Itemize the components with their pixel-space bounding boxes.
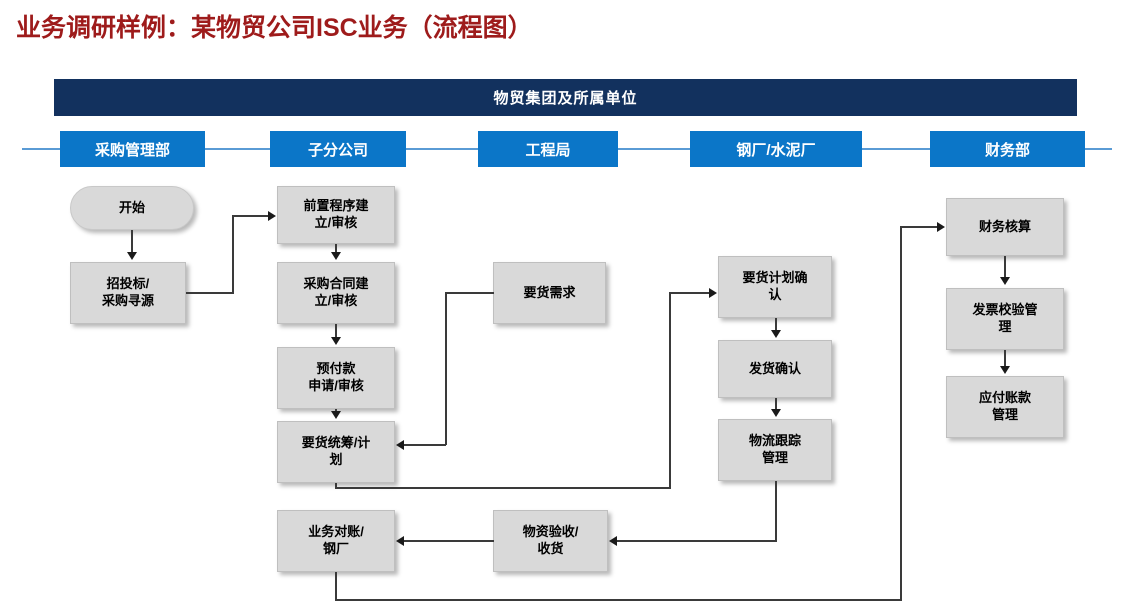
- swimlane-header-1[interactable]: 子分公司: [270, 131, 406, 167]
- flow-node-label: 发票校验管 理: [972, 302, 1038, 334]
- connector-bid-pre-1: [186, 292, 234, 294]
- connector-plan-confirm-1: [335, 483, 337, 488]
- arrowhead-confirm-ship: [771, 330, 781, 338]
- arrowhead-start-bid: [127, 252, 137, 260]
- arrowhead-logistics-receive: [609, 536, 617, 546]
- arrowhead-demand-plan: [396, 440, 404, 450]
- flow-node-bid[interactable]: 招投标/ 采购寻源: [70, 262, 186, 324]
- arrowhead-prepay-plan: [331, 411, 341, 419]
- connector-demand-plan-2: [445, 292, 447, 445]
- connector-recon-acct-4: [900, 226, 938, 228]
- swimlane-rule-1: [406, 148, 478, 150]
- page-title: 业务调研样例：某物贸公司ISC业务（流程图）: [16, 14, 533, 42]
- swimlane-header-3[interactable]: 钢厂/水泥厂: [690, 131, 862, 167]
- flow-node-label: 物流跟踪 管理: [748, 433, 801, 465]
- flow-node-label: 开始: [118, 199, 145, 215]
- arrowhead-contract-prepay: [331, 337, 341, 345]
- swimlane-rule-start: [22, 148, 60, 150]
- flow-node-recon[interactable]: 业务对账/ 钢厂: [277, 510, 395, 572]
- connector-logistics-receive-2: [617, 540, 776, 542]
- flow-node-payable[interactable]: 应付账款 管理: [946, 376, 1064, 438]
- connector-receive-recon: [404, 540, 494, 542]
- flow-node-label: 招投标/ 采购寻源: [101, 276, 154, 308]
- connector-recon-acct-3: [900, 226, 902, 600]
- connector-contract-prepay: [335, 324, 337, 339]
- arrowhead-plan-confirm: [709, 288, 717, 298]
- connector-pre-contract: [335, 244, 337, 254]
- connector-logistics-receive-1: [775, 481, 777, 542]
- flow-node-label: 业务对账/ 钢厂: [308, 524, 364, 556]
- flow-node-logistics[interactable]: 物流跟踪 管理: [718, 419, 832, 481]
- swimlane-rule-2: [618, 148, 690, 150]
- arrowhead-ship-logistics: [771, 409, 781, 417]
- connector-plan-confirm-4: [669, 292, 710, 294]
- group-header-bar: 物贸集团及所属单位: [54, 79, 1077, 116]
- flow-node-receive[interactable]: 物资验收/ 收货: [493, 510, 608, 572]
- flow-node-demand[interactable]: 要货需求: [493, 262, 606, 324]
- connector-bid-pre-3: [232, 215, 269, 217]
- connector-confirm-ship: [775, 318, 777, 331]
- swimlane-rule-3: [862, 148, 930, 150]
- flow-node-contract[interactable]: 采购合同建 立/审核: [277, 262, 395, 324]
- flow-node-ship[interactable]: 发货确认: [718, 340, 832, 398]
- flow-node-label: 前置程序建 立/审核: [303, 198, 369, 230]
- connector-acct-invoice: [1004, 256, 1006, 277]
- connector-recon-acct-1: [335, 572, 337, 600]
- arrowhead-acct-invoice: [1000, 277, 1010, 285]
- swimlane-header-4[interactable]: 财务部: [930, 131, 1085, 167]
- swimlane-header-2[interactable]: 工程局: [478, 131, 618, 167]
- flow-node-confirm[interactable]: 要货计划确 认: [718, 256, 832, 318]
- connector-plan-confirm-2: [335, 487, 671, 489]
- flow-node-label: 物资验收/ 收货: [522, 524, 579, 556]
- flow-node-start[interactable]: 开始: [70, 186, 194, 230]
- flow-node-label: 要货需求: [523, 284, 576, 300]
- arrowhead-bid-pre: [268, 211, 276, 221]
- flow-node-pre[interactable]: 前置程序建 立/审核: [277, 186, 395, 244]
- connector-recon-acct-2: [335, 599, 902, 601]
- connector-start-bid: [131, 230, 133, 254]
- flow-node-label: 财务核算: [978, 218, 1031, 234]
- flow-node-label: 预付款 申请/审核: [308, 361, 364, 393]
- flow-node-label: 发货确认: [748, 360, 801, 376]
- connector-plan-confirm-3: [669, 292, 671, 488]
- swimlane-rule-end: [1085, 148, 1112, 150]
- connector-bid-pre-2: [232, 215, 234, 293]
- flow-node-label: 要货统筹/计 划: [301, 435, 371, 467]
- swimlane-rule-0: [205, 148, 270, 150]
- connector-demand-plan-1: [445, 292, 494, 294]
- connector-demand-plan-3: [404, 444, 446, 446]
- flow-node-label: 要货计划确 认: [742, 270, 808, 302]
- arrowhead-recon-acct: [937, 222, 945, 232]
- arrowhead-pre-contract: [331, 252, 341, 260]
- flow-node-label: 应付账款 管理: [978, 390, 1031, 422]
- flow-node-label: 采购合同建 立/审核: [303, 276, 369, 308]
- flow-node-plan[interactable]: 要货统筹/计 划: [277, 421, 395, 483]
- arrowhead-receive-recon: [396, 536, 404, 546]
- group-header-label: 物贸集团及所属单位: [493, 90, 638, 107]
- swimlane-header-0[interactable]: 采购管理部: [60, 131, 205, 167]
- flow-node-prepay[interactable]: 预付款 申请/审核: [277, 347, 395, 409]
- flow-node-acct[interactable]: 财务核算: [946, 198, 1064, 256]
- connector-invoice-payable: [1004, 350, 1006, 367]
- flow-node-invoice[interactable]: 发票校验管 理: [946, 288, 1064, 350]
- connector-ship-logistics: [775, 398, 777, 410]
- arrowhead-invoice-payable: [1000, 366, 1010, 374]
